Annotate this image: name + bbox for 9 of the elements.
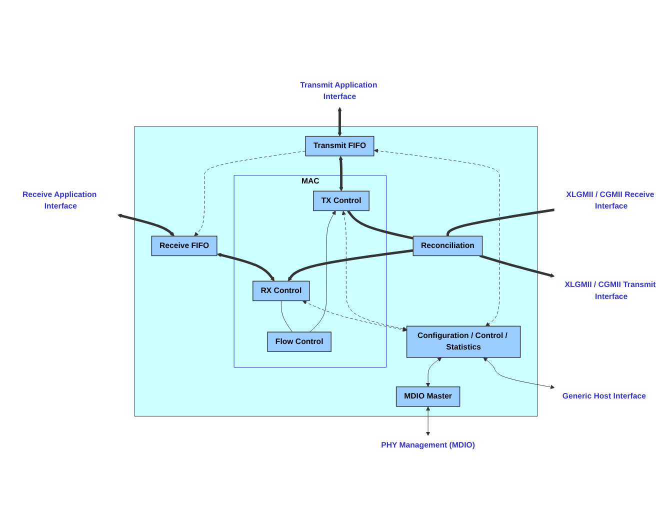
connector [280, 300, 293, 332]
cluster [134, 126, 538, 416]
arrow [479, 254, 555, 278]
arrow [338, 156, 344, 192]
arrow [117, 214, 174, 236]
connector [347, 210, 414, 240]
arrow [216, 252, 275, 282]
arrow [288, 249, 414, 282]
arrow [338, 106, 342, 137]
